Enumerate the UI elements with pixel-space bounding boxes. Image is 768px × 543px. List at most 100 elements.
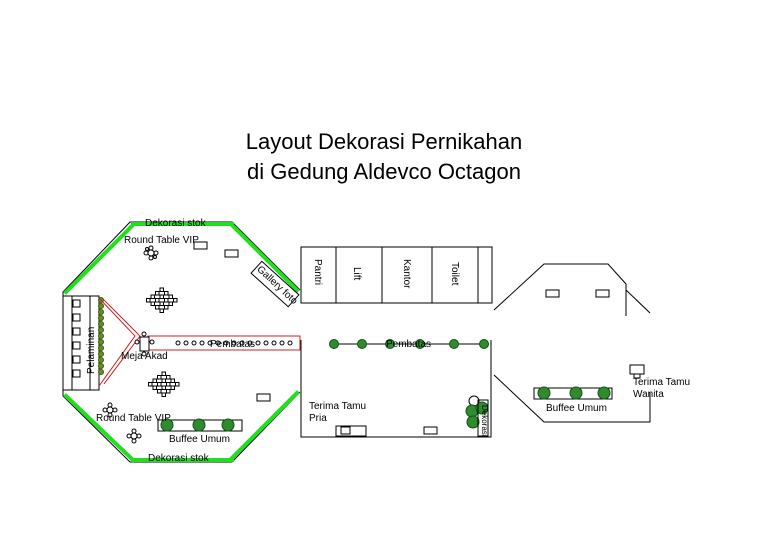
label-pantri: Pantri [312, 259, 323, 286]
chair [170, 385, 175, 390]
chair [168, 294, 173, 299]
chair [161, 371, 166, 376]
label-dekorasi-stok-bottom: Dekorasi stok [148, 453, 209, 464]
label-buffee-umum-right: Buffee Umum [546, 403, 607, 414]
meja-akad-table [134, 331, 155, 357]
round-table-vip-bottom [102, 402, 142, 444]
pembatas-posts-left [175, 340, 293, 346]
label-pelaminan: Pelaminan [86, 326, 97, 374]
label-terima-tamu-wanita-2: Wanita [633, 389, 664, 400]
gallery-foto-box [250, 260, 300, 308]
pembatas-post [279, 340, 285, 346]
service-rooms [300, 246, 493, 304]
pembatas-post [263, 340, 269, 346]
label-terima-tamu-pria-2: Pria [309, 413, 327, 424]
flower [98, 369, 104, 375]
pelaminan-chair [72, 355, 81, 364]
pelaminan-flowers [98, 297, 104, 375]
pembatas-post [183, 340, 189, 346]
chair [146, 298, 151, 303]
pembatas-post [215, 340, 221, 346]
chair [173, 298, 178, 303]
label-meja-akad: Meja Akad [121, 351, 168, 362]
chair [161, 392, 166, 397]
label-pembatas-left: Pembatas [210, 339, 256, 350]
chair [155, 291, 160, 296]
page-subtitle: di Gedung Aldevco Octagon [247, 159, 521, 184]
buffee-umum-left [157, 418, 243, 432]
pembatas-post [239, 340, 245, 346]
chair [157, 389, 162, 394]
chair-grid-top [146, 287, 178, 313]
right-hall [493, 263, 651, 423]
chair [166, 389, 171, 394]
pembatas-plant [479, 339, 489, 349]
pembatas-plant [357, 339, 367, 349]
flower [98, 363, 104, 369]
terima-tamu-wanita-desk [629, 364, 645, 379]
decor-strips [63, 222, 300, 463]
small-tables [193, 241, 610, 435]
flower [98, 303, 104, 309]
pembatas-plant [329, 339, 339, 349]
pelaminan-chair [72, 313, 81, 322]
flower [98, 327, 104, 333]
pelaminan-chair [72, 369, 81, 378]
chair [164, 305, 169, 310]
label-terima-tamu-pria-1: Terima Tamu [309, 401, 367, 412]
pembatas-post [231, 340, 237, 346]
chair [159, 287, 164, 292]
label-dekorasi-side: Dekorasi [480, 405, 489, 437]
flower [98, 339, 104, 345]
pembatas-aisle [98, 297, 301, 387]
pembatas-post [271, 340, 277, 346]
chair [168, 301, 173, 306]
chair [175, 382, 180, 387]
chair [159, 308, 164, 313]
round-table-vip-top [143, 245, 159, 261]
chair-grid-bottom [148, 371, 180, 397]
chair [161, 385, 166, 390]
chair [157, 375, 162, 380]
chair [161, 378, 166, 383]
pembatas-plant [385, 339, 395, 349]
label-round-table-vip-top: Round Table VIP [124, 235, 199, 246]
buffee-umum-right [533, 386, 613, 400]
pembatas-post [247, 340, 253, 346]
chair [152, 378, 157, 383]
flower [98, 309, 104, 315]
label-dekorasi-stok-top: Dekorasi stok [145, 218, 206, 229]
label-lift: Lift [351, 267, 362, 281]
pembatas-post [207, 340, 213, 346]
side-decor [465, 395, 489, 437]
pelaminan-chairs [72, 299, 81, 378]
chair [155, 305, 160, 310]
page-title: Layout Dekorasi Pernikahan [245, 129, 523, 154]
chair [159, 294, 164, 299]
label-buffee-umum-left: Buffee Umum [169, 434, 230, 445]
lobby-area [300, 340, 492, 438]
pembatas-post [255, 340, 261, 346]
chair [150, 301, 155, 306]
pembatas-post [223, 340, 229, 346]
chair [148, 382, 153, 387]
flower [98, 315, 104, 321]
pelaminan-chair [72, 327, 81, 336]
pelaminan-chair [72, 299, 81, 308]
flower [98, 357, 104, 363]
pelaminan-chair [72, 341, 81, 350]
label-toilet: Toilet [449, 262, 460, 286]
chair [159, 301, 164, 306]
pembatas-posts-right [329, 339, 489, 349]
chair [170, 378, 175, 383]
chair [155, 298, 160, 303]
pembatas-plant [415, 339, 425, 349]
label-kantor: Kantor [401, 259, 412, 289]
chair [164, 291, 169, 296]
label-terima-tamu-wanita-1: Terima Tamu [633, 377, 691, 388]
pembatas-post [175, 340, 181, 346]
pembatas-post [191, 340, 197, 346]
flower [98, 345, 104, 351]
flower [98, 321, 104, 327]
flower [98, 333, 104, 339]
